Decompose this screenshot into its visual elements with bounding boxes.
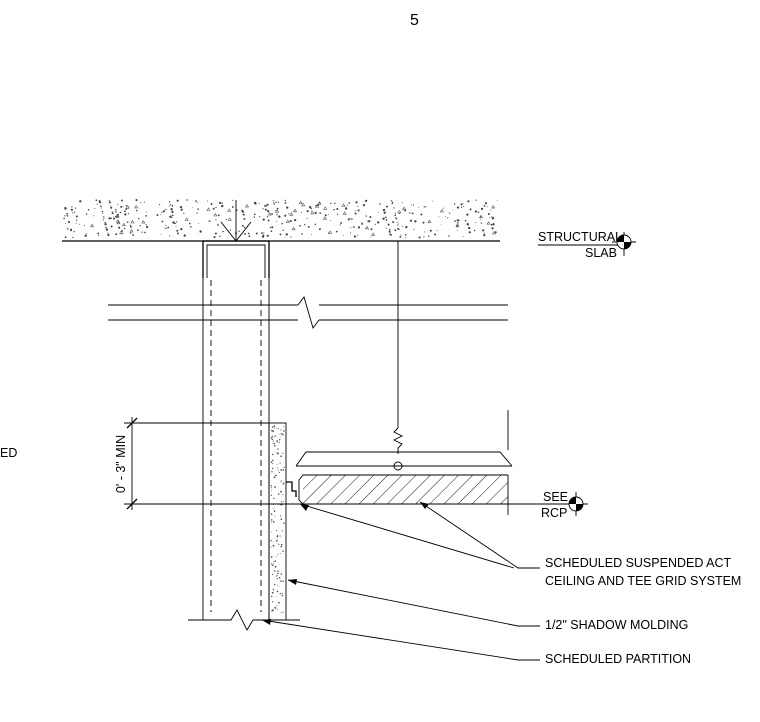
- act-ceiling-tile: [298, 474, 508, 505]
- page-number: 5: [410, 12, 419, 29]
- hanger-wire: [392, 241, 404, 471]
- partition-stud: [202, 278, 270, 620]
- dimension-label: 0' - 3" MIN: [114, 435, 128, 493]
- datum-label-slab: SLAB: [585, 246, 617, 260]
- see-rcp-datum: SEE RCP: [508, 490, 588, 520]
- dimension-min: 0' - 3" MIN: [114, 417, 303, 510]
- note-partition-text: SCHEDULED PARTITION: [545, 652, 691, 666]
- horizontal-member-break: [108, 296, 508, 329]
- datum-target-icon: [612, 232, 636, 256]
- note-ceiling-line-2: CEILING AND TEE GRID SYSTEM: [545, 574, 741, 588]
- datum-label-structural: STRUCTURAL: [538, 230, 622, 244]
- note-ceiling-line-1: SCHEDULED SUSPENDED ACT: [545, 556, 732, 570]
- top-track: [202, 200, 270, 278]
- datum-label-see: SEE: [543, 490, 568, 504]
- structural-slab: [62, 199, 500, 242]
- datum-label-rcp: RCP: [541, 506, 567, 520]
- note-partition: SCHEDULED PARTITION: [261, 619, 691, 666]
- note-molding: 1/2" SHADOW MOLDING: [287, 579, 688, 632]
- bottom-break-line: [188, 609, 300, 631]
- shadow-molding: [286, 481, 297, 497]
- datum-target-icon: [564, 492, 588, 516]
- structural-slab-datum: STRUCTURAL SLAB: [538, 230, 636, 260]
- note-ceiling: SCHEDULED SUSPENDED ACT CEILING AND TEE …: [299, 501, 741, 588]
- concrete-stipple: [63, 199, 498, 239]
- gypsum-board: [268, 422, 287, 621]
- gypsum-stipple: [270, 424, 285, 614]
- note-molding-text: 1/2" SHADOW MOLDING: [545, 618, 688, 632]
- cropped-label-fragment: ED: [0, 446, 17, 460]
